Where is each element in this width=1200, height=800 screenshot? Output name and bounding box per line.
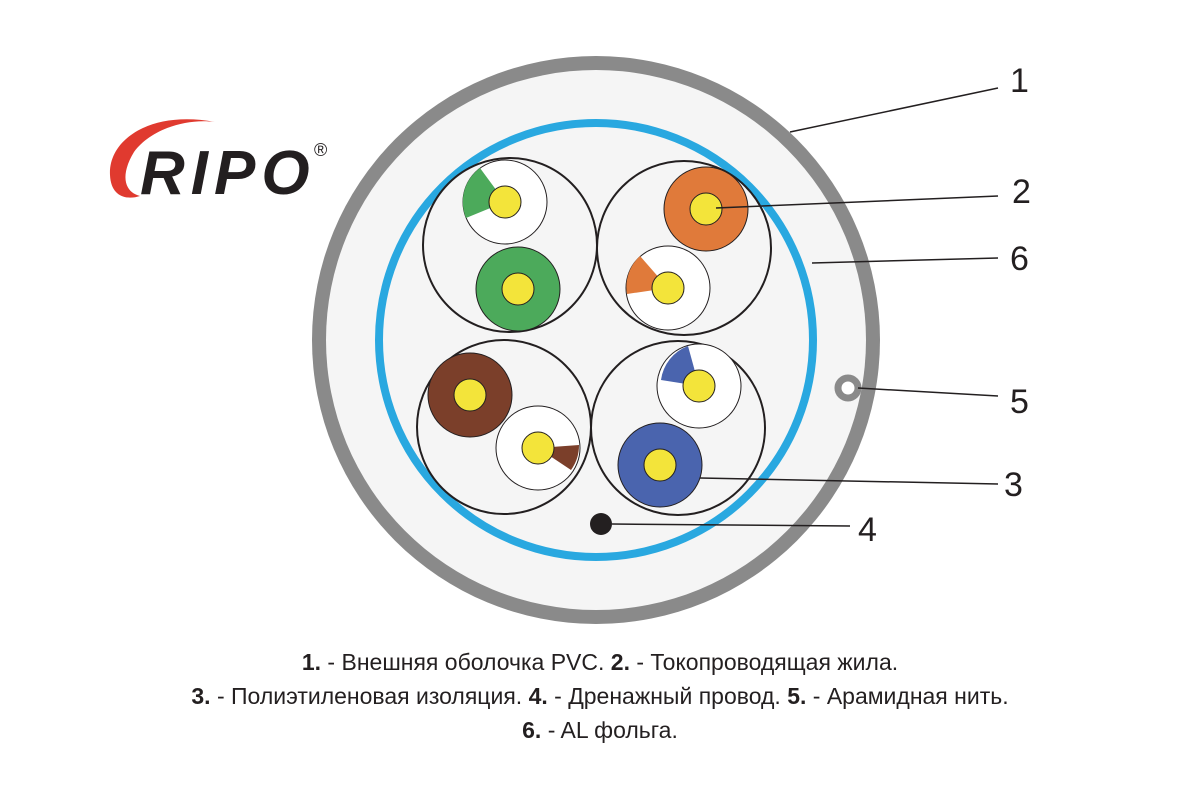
legend-line: 1. - Внешняя оболочка PVC. 2. - Токопров… [0,645,1200,679]
callout-label-1: 1 [1010,62,1029,100]
legend-item-text: - Полиэтиленовая изоляция. [210,683,529,709]
legend-item-number: 5. [787,683,807,709]
leader-line-5 [857,387,999,397]
callout-label-2: 2 [1012,173,1031,211]
leader-line-2 [715,195,999,209]
brown-pair [427,352,581,491]
drain-wire [590,513,612,535]
callout-label-5: 5 [1010,383,1029,421]
legend-item-number: 4. [528,683,548,709]
legend-item-text: - Внешняя оболочка PVC. [321,649,611,675]
wire-green-white-conductor [488,185,522,219]
wire-orange-white-conductor [651,271,685,305]
orange-pair [625,166,749,331]
legend-line: 3. - Полиэтиленовая изоляция. 4. - Дрена… [0,679,1200,713]
legend: 1. - Внешняя оболочка PVC. 2. - Токопров… [0,645,1200,747]
leader-line-1 [789,87,999,133]
leader-line-3 [699,477,999,485]
al-foil-ring [375,119,817,561]
leader-line-4 [611,523,851,527]
callout-label-6: 6 [1010,240,1029,278]
legend-item-text: - AL фольга. [541,717,678,743]
wire-brown-conductor [453,378,487,412]
wire-blue-conductor [643,448,677,482]
wire-brown-white-conductor [521,431,555,465]
legend-item-number: 2. [610,649,630,675]
logo-swoosh [109,119,215,198]
legend-item-number: 6. [522,717,542,743]
wire-green-conductor [501,272,535,306]
logo-text: RIPO [140,139,316,208]
legend-item-number: 3. [191,683,211,709]
leader-lines [611,87,999,527]
aramid-thread [834,374,862,402]
callout-label-4: 4 [858,511,877,549]
legend-line: 6. - AL фольга. [0,713,1200,747]
wire-blue-white-conductor [682,369,716,403]
logo-registered-mark: ® [314,140,327,160]
green-pair [462,159,561,332]
legend-item-number: 1. [301,649,322,675]
wire-orange-conductor [689,192,723,226]
legend-item-text: - Арамидная нить. [806,683,1009,709]
legend-item-text: - Токопроводящая жила. [629,649,899,675]
legend-item-text: - Дренажный провод. [547,683,788,709]
callout-label-3: 3 [1004,466,1023,504]
ripo-logo: RIPO ® [109,119,327,208]
leader-line-6 [811,257,999,264]
blue-pair [617,343,742,508]
